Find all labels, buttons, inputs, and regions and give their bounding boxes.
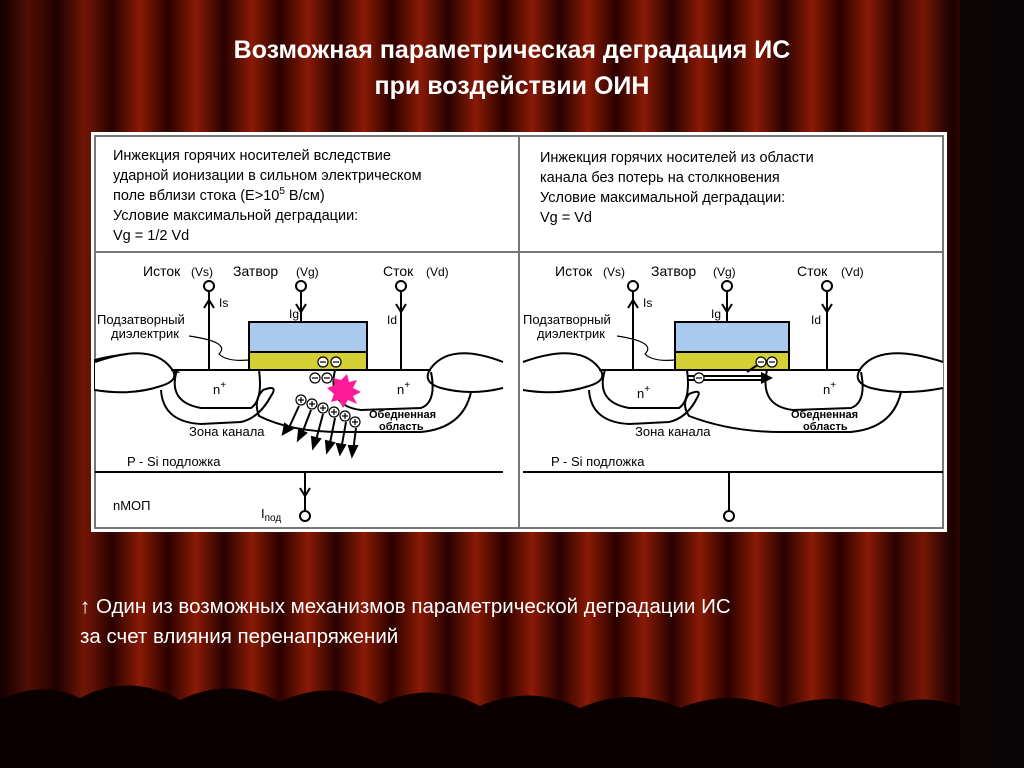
- left-desc-line-3: поле вблизи стока (E>105 В/см): [113, 186, 325, 204]
- caption-text-2: за счет влияния перенапряжений: [80, 625, 399, 648]
- right-drain-label: Сток: [797, 263, 828, 279]
- right-source-terminal: [627, 280, 639, 292]
- left-substrate-label: P - Si подложка: [127, 454, 221, 469]
- left-depletion-label-2: область: [379, 421, 424, 433]
- left-is-label: Is: [219, 296, 228, 310]
- right-desc-line-1: Инжекция горячих носителей из области: [540, 150, 814, 166]
- right-dielectric-label-1: Подзатворный: [523, 312, 611, 327]
- slide-title-line-2: при воздействии ОИН: [374, 72, 650, 100]
- left-id-arrow: [395, 296, 407, 314]
- left-isub-arrow: [299, 482, 311, 498]
- right-is-arrow: [627, 298, 639, 324]
- caption-text-1: Один из возможных механизмов параметриче…: [95, 595, 731, 618]
- right-is-label: Is: [643, 296, 652, 310]
- right-desc-line-4: Vg = Vd: [540, 210, 592, 226]
- right-drain-terminal: [821, 280, 833, 292]
- left-drain-voltage: (Vd): [426, 265, 449, 279]
- left-substrate-terminal: [299, 510, 311, 522]
- left-ig-label: Ig: [289, 307, 299, 321]
- right-drain-voltage: (Vd): [841, 265, 864, 279]
- left-dielectric-label-2: диэлектрик: [111, 326, 179, 341]
- left-drain-label: Сток: [383, 263, 414, 279]
- slide-title-line-1: Возможная параметрическая деградация ИС: [233, 36, 791, 64]
- left-desc-line-1: Инжекция горячих носителей вследствие: [113, 148, 391, 164]
- right-substrate-label: P - Si подложка: [551, 454, 645, 469]
- left-source-label: Исток: [143, 263, 181, 279]
- left-gate-terminal: [295, 280, 307, 292]
- mos-degradation-diagram: Инжекция горячих носителей вследствие уд…: [91, 132, 947, 532]
- left-source-nplus: n+: [213, 380, 226, 397]
- left-drain-terminal: [395, 280, 407, 292]
- right-id-arrow: [821, 296, 833, 314]
- right-gate-voltage: (Vg): [713, 265, 736, 279]
- left-hot-holes: [295, 394, 361, 428]
- right-description: Инжекция горячих носителей из области ка…: [540, 150, 814, 226]
- right-hot-electrons: [693, 356, 778, 384]
- right-depletion-label-1: Обедненная: [791, 409, 858, 421]
- right-source-label: Исток: [555, 263, 593, 279]
- right-gate-label: Затвор: [651, 263, 696, 279]
- left-desc-line-2: ударной ионизации в сильном электрическо…: [113, 168, 422, 184]
- right-mos-device: Исток (Vs) Затвор (Vg) Сток (Vd) Is Ig I…: [522, 263, 944, 522]
- left-desc-line-5: Vg = 1/2 Vd: [113, 228, 189, 244]
- left-isub-label: Iпод: [261, 506, 281, 524]
- left-gate-voltage: (Vg): [296, 265, 319, 279]
- right-ig-label: Ig: [711, 307, 721, 321]
- right-dielectric-label-2: диэлектрик: [537, 326, 605, 341]
- left-dielectric-label-1: Подзатворный: [97, 312, 185, 327]
- up-arrow-bullet-icon: ↑: [80, 595, 91, 618]
- left-ig-arrow: [295, 296, 307, 314]
- left-gate-electrode: [248, 321, 368, 353]
- right-drain-nplus: n+: [823, 380, 836, 397]
- left-impact-ionization-spark: [327, 374, 361, 408]
- left-is-arrow: [203, 298, 215, 324]
- left-gate-label: Затвор: [233, 263, 278, 279]
- caption-line-1: ↑ Один из возможных механизмов параметри…: [80, 592, 940, 622]
- right-source-nplus: n+: [637, 384, 650, 401]
- left-device-type-label: nМОП: [113, 498, 151, 513]
- left-id-label: Id: [387, 313, 397, 327]
- right-channel-zone-label: Зона канала: [635, 424, 711, 439]
- right-ig-arrow: [721, 296, 733, 314]
- left-channel-zone-label: Зона канала: [189, 424, 265, 439]
- left-mos-device: Исток (Vs) Затвор (Vg) Сток (Vd) Is Ig I…: [94, 263, 504, 524]
- right-depletion-label-2: область: [803, 421, 848, 433]
- slide-caption: ↑ Один из возможных механизмов параметри…: [80, 592, 940, 652]
- left-depletion-label-1: Обедненная: [369, 409, 436, 421]
- left-hole-arrows: [281, 405, 359, 459]
- right-substrate-terminal: [723, 510, 735, 522]
- right-source-voltage: (Vs): [603, 265, 625, 279]
- left-hot-electrons: [309, 356, 342, 384]
- left-description: Инжекция горячих носителей вследствие уд…: [113, 148, 422, 244]
- left-source-voltage: (Vs): [191, 265, 213, 279]
- left-desc-line-4: Условие максимальной деградации:: [113, 208, 358, 224]
- right-desc-line-2: канала без потерь на столкновения: [540, 170, 780, 186]
- right-gate-terminal: [721, 280, 733, 292]
- right-gate-electrode: [674, 321, 790, 353]
- left-gate-oxide: [248, 351, 368, 371]
- right-id-label: Id: [811, 313, 821, 327]
- left-source-terminal: [203, 280, 215, 292]
- right-desc-line-3: Условие максимальной деградации:: [540, 190, 785, 206]
- left-drain-nplus: n+: [397, 380, 410, 397]
